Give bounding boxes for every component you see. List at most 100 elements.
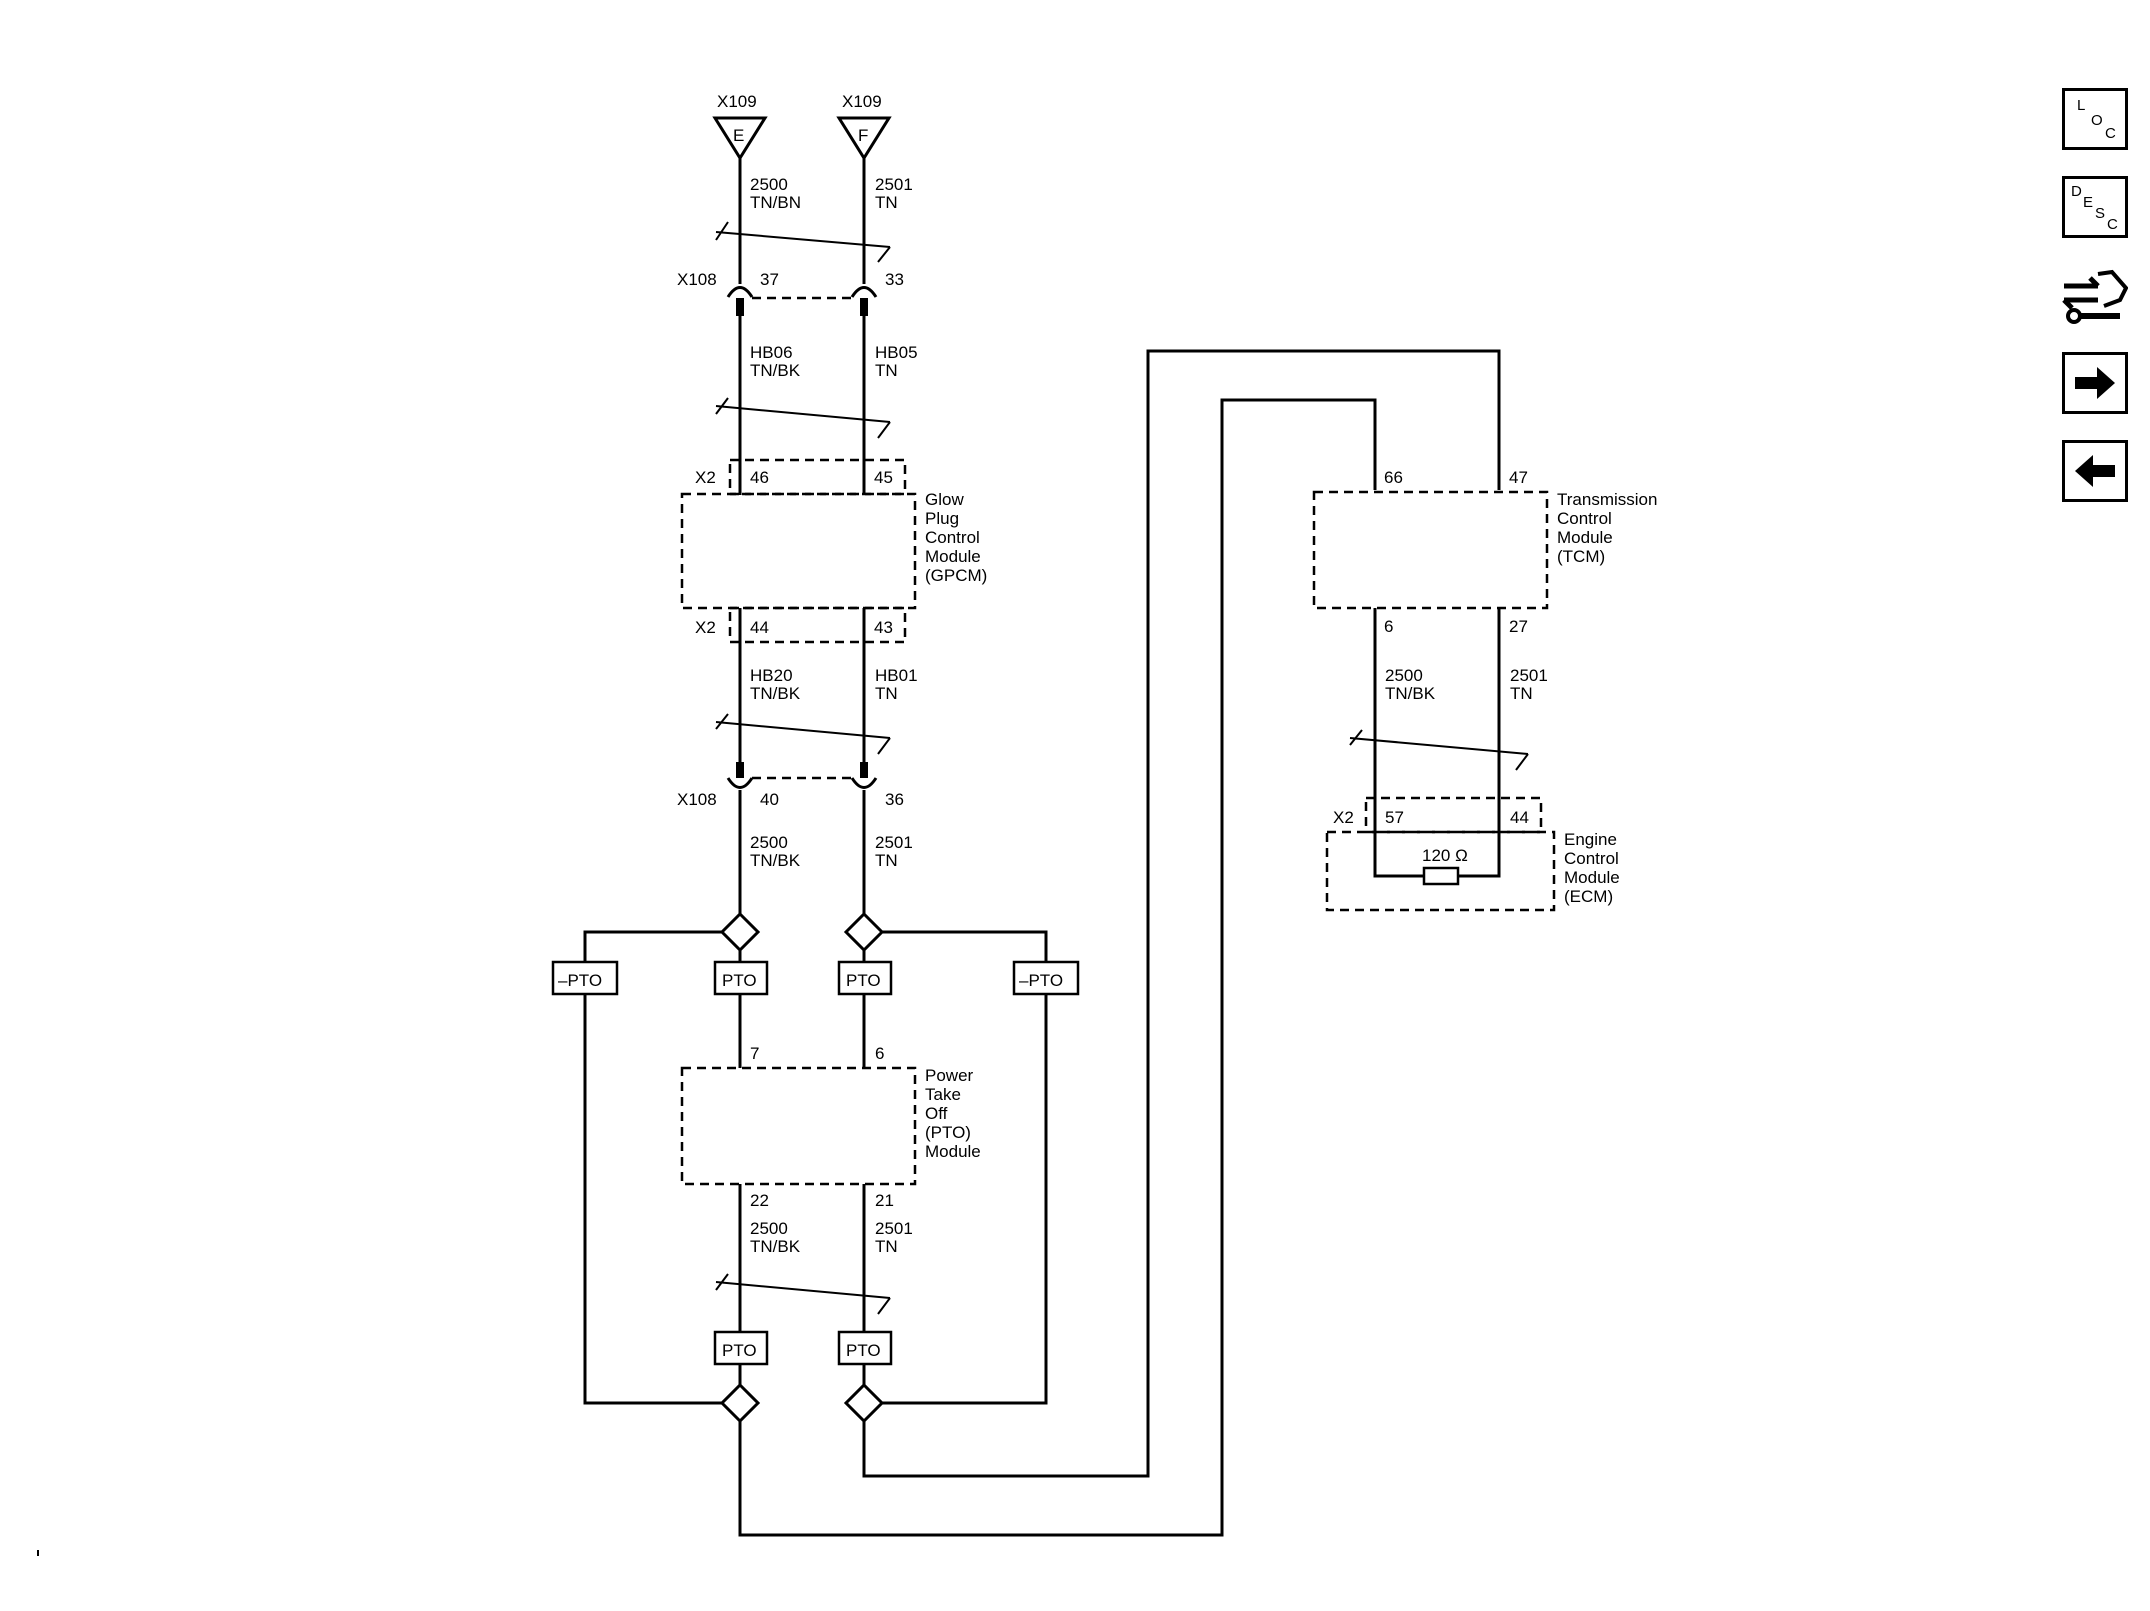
connector-f-label: F	[858, 126, 868, 145]
previous-page-button[interactable]	[2062, 440, 2128, 502]
loc-letter-l: L	[2077, 97, 2086, 114]
connector-tool-button[interactable]	[2062, 264, 2128, 326]
pin-66: 66	[1384, 468, 1403, 487]
svg-text:Off: Off	[925, 1104, 948, 1123]
pto-module-body	[680, 1066, 917, 1186]
arrow-left-icon	[2075, 455, 2115, 487]
wire-color-tnbk-pto: TN/BK	[750, 1237, 801, 1256]
wire-color-tnbn-top: TN/BN	[750, 193, 801, 212]
wire-label-2500-top: 2500	[750, 175, 788, 194]
svg-text:Transmission: Transmission	[1557, 490, 1657, 509]
connector-x108-top-label: X108	[677, 270, 717, 289]
desc-letter-e: E	[2083, 194, 2094, 211]
wire-color-tnbk-tcm: TN/BK	[1385, 684, 1436, 703]
svg-text:Control: Control	[925, 528, 980, 547]
gpcm-module-label: Glow Plug Control Module (GPCM)	[925, 490, 987, 585]
connector-x109-right-label: X109	[842, 92, 882, 111]
next-page-button[interactable]	[2062, 352, 2128, 414]
pin-6: 6	[875, 1044, 884, 1063]
svg-text:(TCM): (TCM)	[1557, 547, 1605, 566]
splice-right-upper	[843, 911, 885, 953]
gpcm-x2-top-label: X2	[695, 468, 716, 487]
pin-45: 45	[874, 468, 893, 487]
wire-label-2501-mid: 2501	[875, 833, 913, 852]
svg-text:Control: Control	[1557, 509, 1612, 528]
twisted-pair-symbol-1	[715, 221, 891, 263]
wire-label-hb06: HB06	[750, 343, 793, 362]
svg-text:Power: Power	[925, 1066, 974, 1085]
tcm-module-label: Transmission Control Module (TCM)	[1557, 490, 1657, 566]
wire-no-pto-right-upper	[882, 930, 1048, 962]
svg-text:Module: Module	[1564, 868, 1620, 887]
connector-e-symbol	[712, 116, 768, 161]
wire-2500-to-tcm	[738, 398, 1377, 1537]
x108-top-pin-right	[850, 286, 878, 298]
splice-left-lower	[719, 1382, 761, 1424]
wire-label-2501-top: 2501	[875, 175, 913, 194]
ecm-termination-right	[1458, 832, 1501, 878]
wire-bypass-right	[882, 994, 1048, 1405]
termination-resistor-label: 120 Ω	[1422, 846, 1468, 865]
pin-57: 57	[1385, 808, 1404, 827]
option-no-pto-right-box	[1012, 960, 1080, 996]
desc-letter-d: D	[2071, 183, 2082, 200]
pin-47: 47	[1509, 468, 1528, 487]
gpcm-x2-bottom-label: X2	[695, 618, 716, 637]
wire-label-2500-mid: 2500	[750, 833, 788, 852]
wire-color-tn-pto: TN	[875, 1237, 898, 1256]
side-navigation: L O C D E S C	[2062, 88, 2132, 528]
wire-label-2501-tcm: 2501	[1510, 666, 1548, 685]
pin-36: 36	[885, 790, 904, 809]
wire-no-pto-left-upper	[583, 930, 722, 962]
x108-bottom-pin-right	[850, 777, 878, 789]
svg-text:(PTO): (PTO)	[925, 1123, 971, 1142]
ecm-termination-left	[1373, 832, 1424, 878]
connector-x109-left-label: X109	[717, 92, 757, 111]
desc-letter-c: C	[2107, 216, 2118, 233]
svg-text:Plug: Plug	[925, 509, 959, 528]
option-pto-right-lower: PTO	[846, 1341, 881, 1360]
ecm-module-body	[1325, 830, 1556, 912]
option-pto-left: PTO	[722, 971, 757, 990]
wire-color-tn-mid: TN	[875, 851, 898, 870]
svg-text:Engine: Engine	[1564, 830, 1617, 849]
x108-top-terminal-right	[860, 298, 868, 316]
wire-color-tnbk-hb06: TN/BK	[750, 361, 801, 380]
pin-46: 46	[750, 468, 769, 487]
connector-f-symbol	[836, 116, 892, 161]
svg-text:Module: Module	[1557, 528, 1613, 547]
pin-6-tcm: 6	[1384, 617, 1393, 636]
pin-21: 21	[875, 1191, 894, 1210]
pin-22: 22	[750, 1191, 769, 1210]
option-pto-left-lower: PTO	[722, 1341, 757, 1360]
svg-text:Module: Module	[925, 547, 981, 566]
twisted-pair-symbol-3	[715, 713, 891, 755]
arrow-right-icon	[2075, 367, 2115, 399]
svg-text:(ECM): (ECM)	[1564, 887, 1613, 906]
pin-33: 33	[885, 270, 904, 289]
description-button[interactable]: D E S C	[2062, 176, 2128, 238]
loc-letter-o: O	[2091, 112, 2103, 129]
x108-bottom-terminal-left	[736, 762, 744, 778]
splice-right-lower	[843, 1382, 885, 1424]
location-button[interactable]: L O C	[2062, 88, 2128, 150]
termination-resistor	[1422, 866, 1460, 886]
x108-bottom-terminal-right	[860, 762, 868, 778]
x108-bottom-pin-left	[726, 777, 754, 789]
wire-color-tn-top: TN	[875, 193, 898, 212]
option-no-pto-right: –PTO	[1019, 971, 1063, 990]
wire-color-tn-tcm: TN	[1510, 684, 1533, 703]
pin-43: 43	[874, 618, 893, 637]
wire-label-hb20: HB20	[750, 666, 793, 685]
pin-40: 40	[760, 790, 779, 809]
tcm-module-body	[1312, 490, 1549, 610]
connector-e-label: E	[733, 126, 744, 145]
ecm-x2-label: X2	[1333, 808, 1354, 827]
wire-color-tnbk-hb20: TN/BK	[750, 684, 801, 703]
pin-27: 27	[1509, 617, 1528, 636]
option-pto-right: PTO	[846, 971, 881, 990]
option-no-pto-left: –PTO	[558, 971, 602, 990]
pin-44: 44	[750, 618, 769, 637]
wire-color-tn-hb01: TN	[875, 684, 898, 703]
